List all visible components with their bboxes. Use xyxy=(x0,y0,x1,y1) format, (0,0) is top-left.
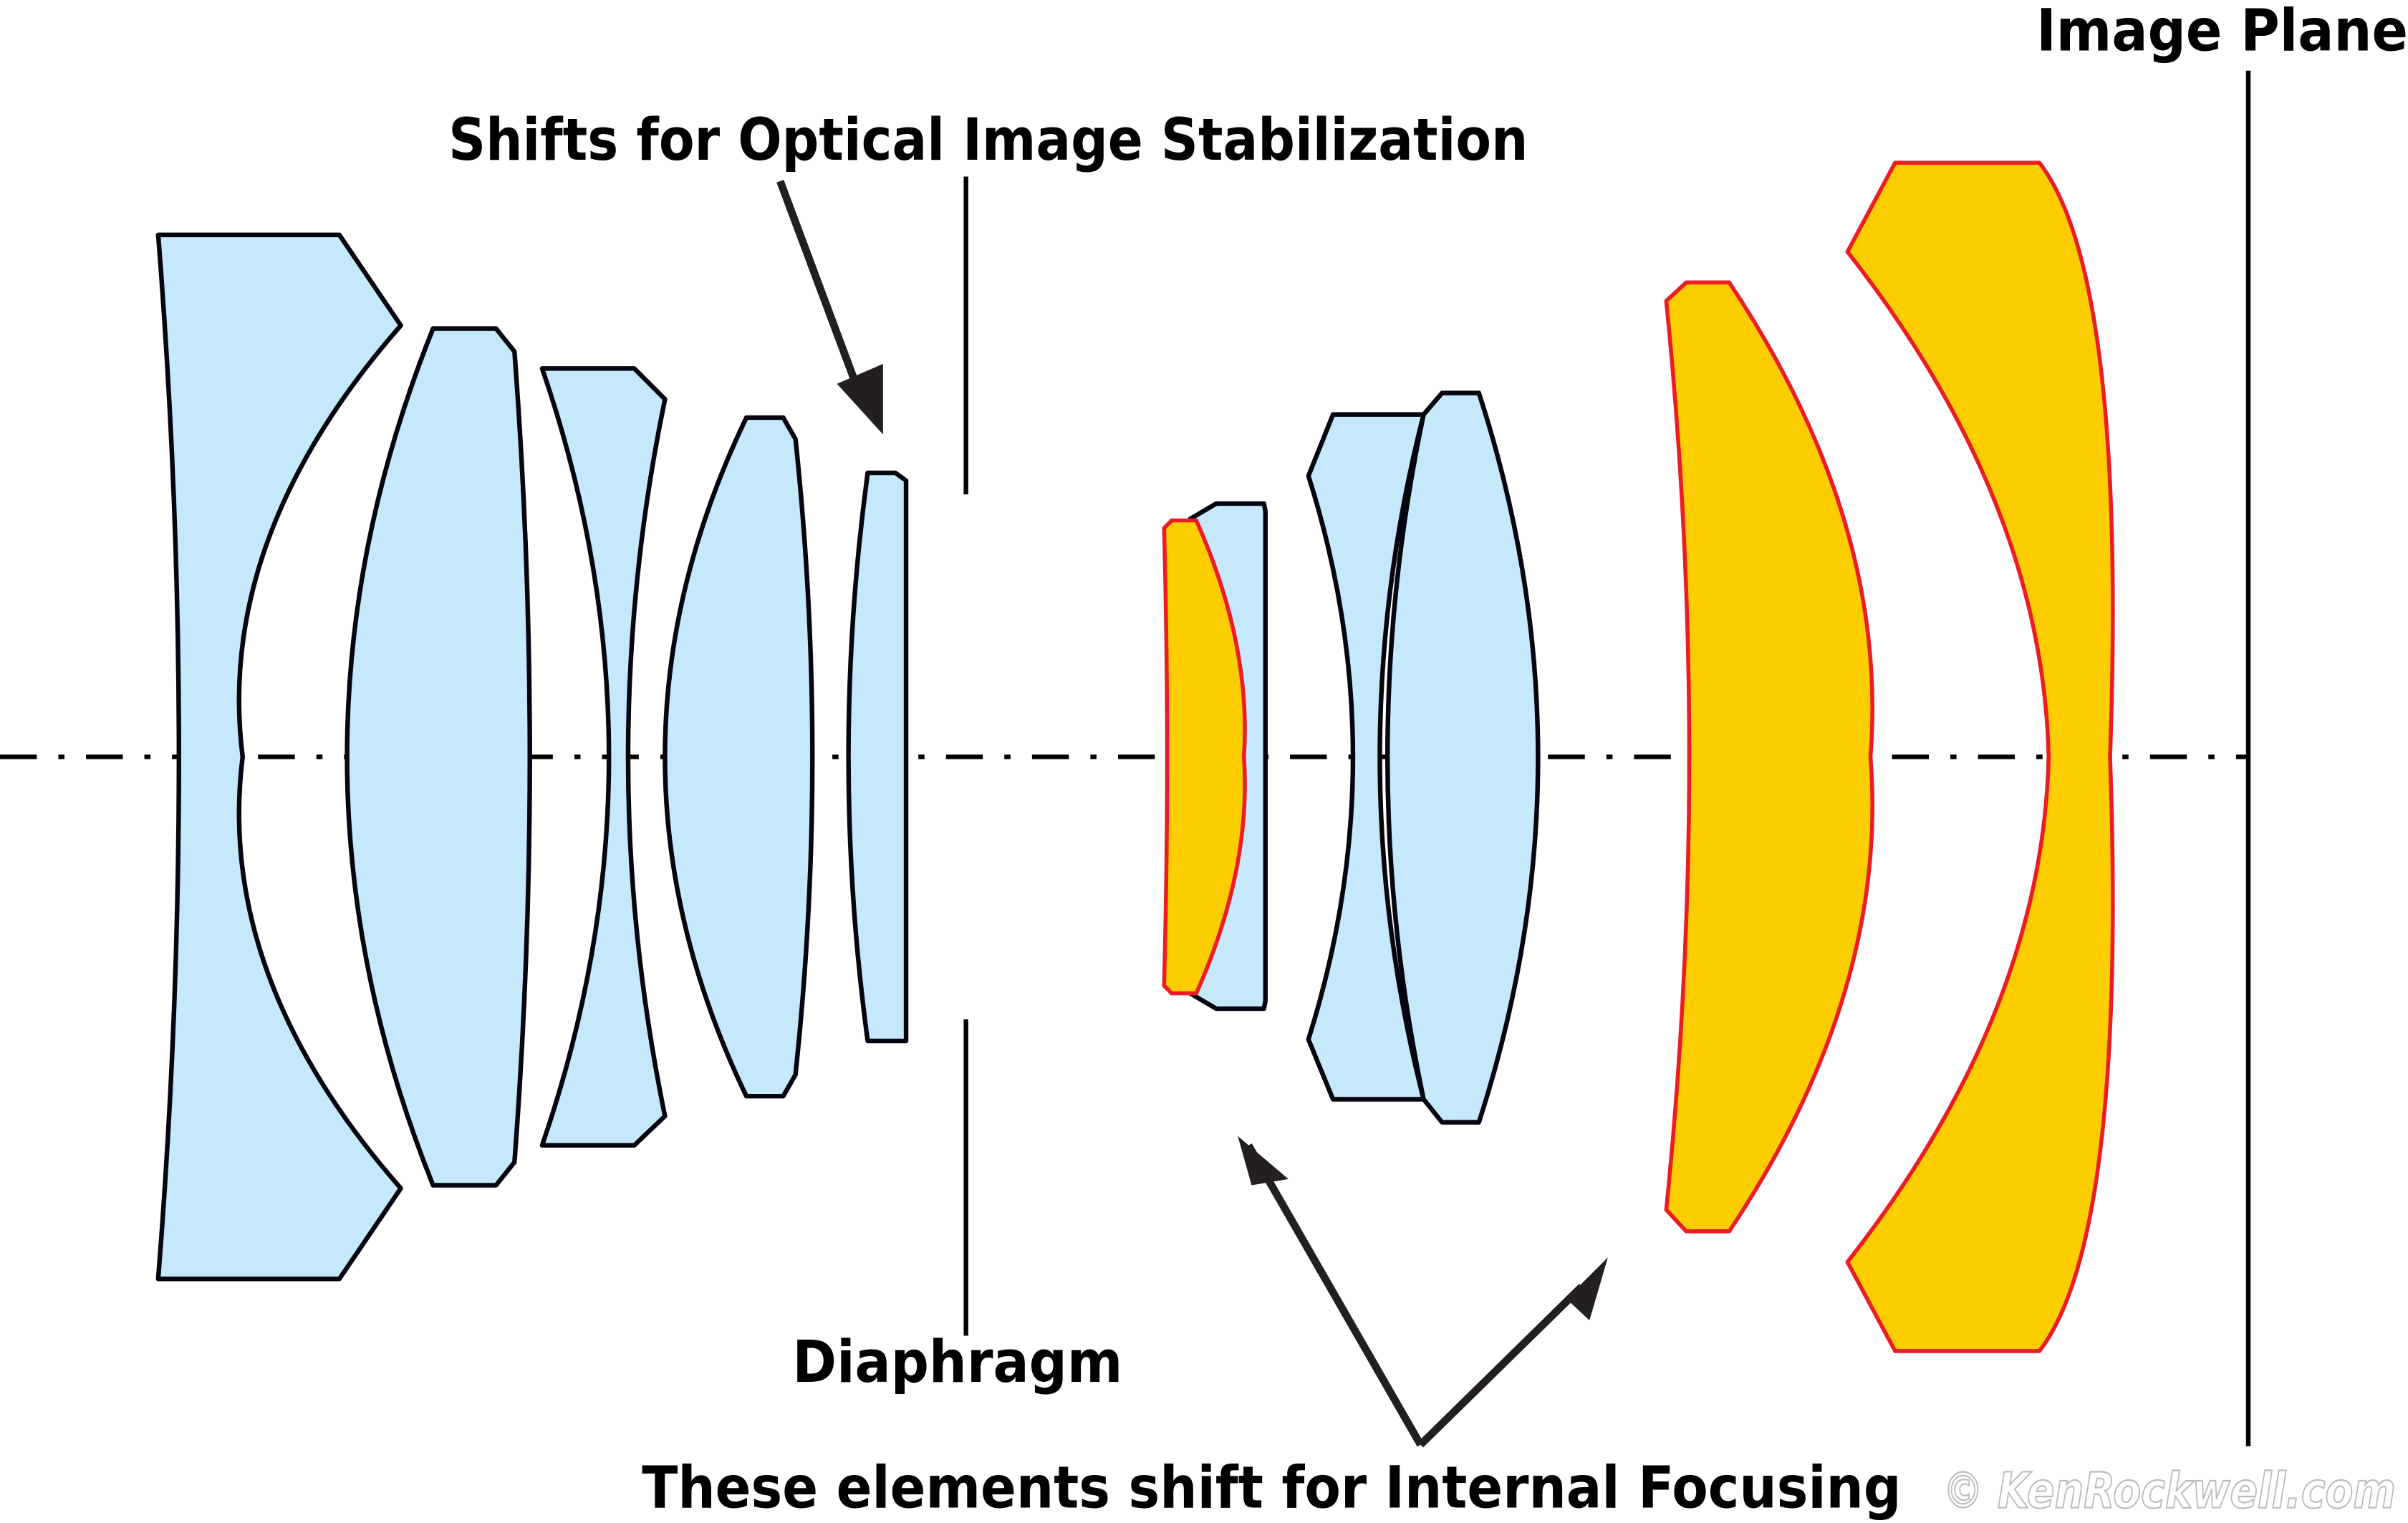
lens-element-6-focus xyxy=(1162,518,1247,996)
lens-element-11-focus xyxy=(1845,160,2115,1353)
lens-element-2 xyxy=(345,326,532,1188)
internal-focusing-label: These elements shift for Internal Focusi… xyxy=(642,1454,1901,1522)
image-plane-label: Image Plane xyxy=(2036,0,2408,65)
lens-element-9 xyxy=(1385,390,1541,1125)
lens-element-1 xyxy=(155,232,403,1282)
lens-element-10-focus xyxy=(1664,280,1874,1234)
ois-label: Shifts for Optical Image Stabilization xyxy=(448,106,1528,174)
lens-element-3 xyxy=(539,366,668,1148)
lens-element-4 xyxy=(663,415,815,1099)
diaphragm-label: Diaphragm xyxy=(792,1328,1122,1396)
lens-element-5-ois xyxy=(846,470,909,1044)
ois-arrowhead xyxy=(837,363,883,435)
watermark: © KenRockwell.com xyxy=(1942,1463,2396,1520)
focus-arrow-right-line xyxy=(1417,1284,1585,1448)
focus-arrow-left-line xyxy=(1245,1143,1424,1447)
focus-arrow-left-head xyxy=(1238,1135,1289,1186)
focus-arrow-right-head xyxy=(1566,1257,1608,1321)
ois-arrow-line xyxy=(776,180,861,388)
